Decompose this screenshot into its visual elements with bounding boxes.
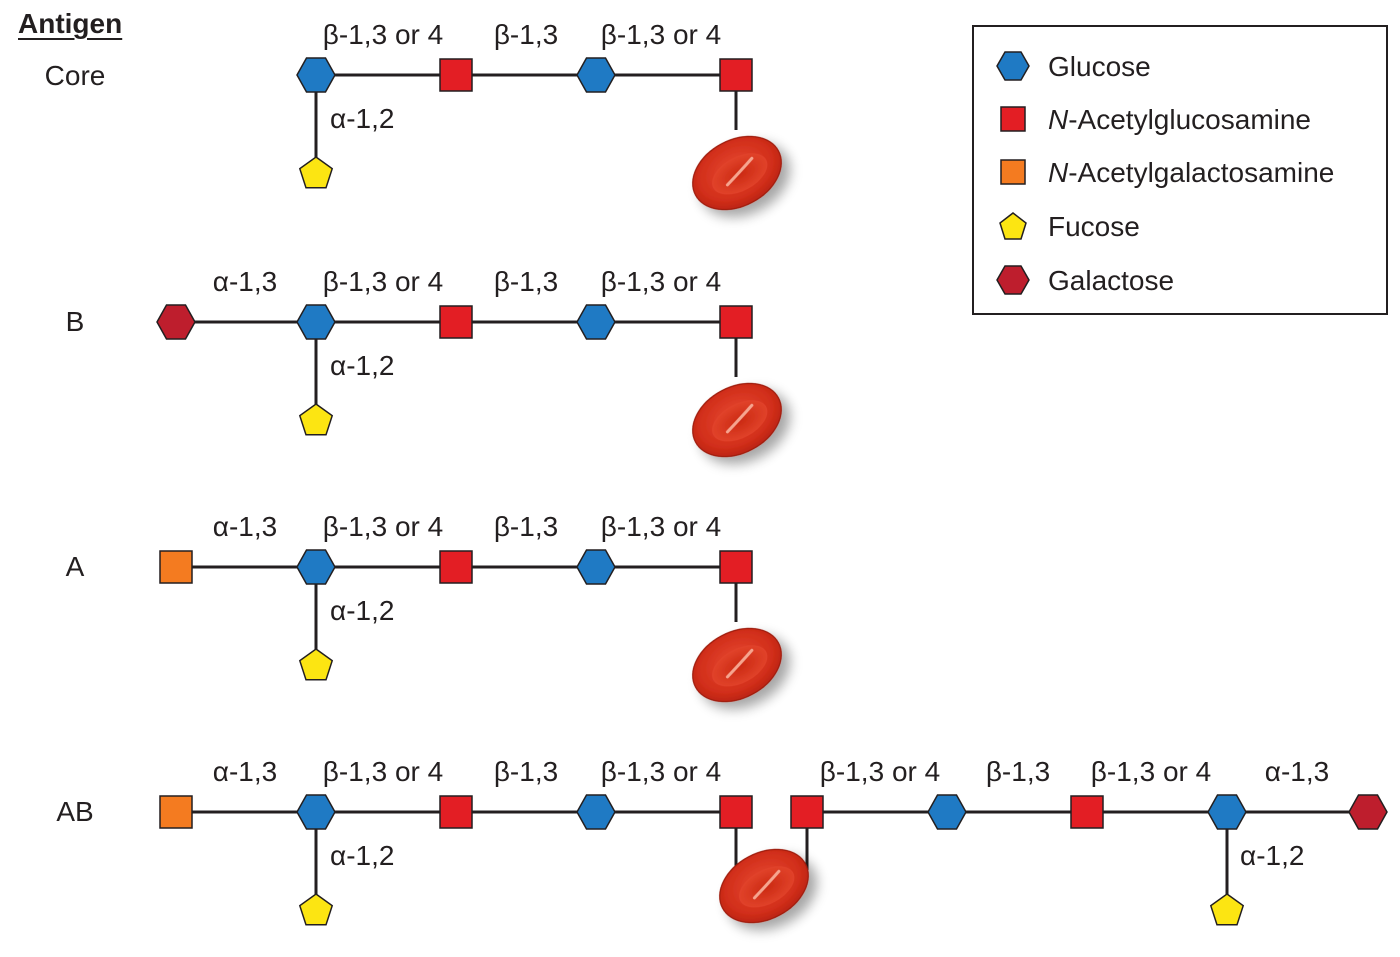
galactose-hexagon [1348,794,1388,830]
linkage-label: β-1,3 [493,756,559,787]
branch-linkage-label: α-1,2 [330,350,395,381]
n-acetylglucosamine-square [439,305,473,339]
red-blood-cell-icon [719,848,809,924]
linkage-label: β-1,3 or 4 [322,19,444,50]
linkage-label: β-1,3 [493,511,559,542]
glucose-hexagon [296,304,336,340]
glucose-hexagon [296,549,336,585]
branch-linkage-label: α-1,2 [330,103,395,134]
linkage-label-right: β-1,3 or 4 [819,756,941,787]
branch-linkage-label-right: α-1,2 [1240,840,1305,871]
linkage-label-terminal: α-1,3 [212,266,278,297]
legend-label-fucose: Fucose [1048,211,1140,242]
linkage-label-right: β-1,3 or 4 [1090,756,1212,787]
n-acetylglucosamine-square [439,795,473,829]
n-acetylgalactosamine-square [159,550,193,584]
glucose-hexagon [576,794,616,830]
legend-item-fucose: Fucose [974,205,1386,245]
linkage-label: β-1,3 or 4 [600,266,722,297]
legend-item-galactose: Galactose [974,259,1386,299]
glucose-hexagon [927,794,967,830]
glucose-hexagon [296,57,336,93]
fucose-pentagon [298,648,334,681]
legend-label-galactose: Galactose [1048,265,1175,296]
linkage-label: β-1,3 or 4 [322,511,444,542]
branch-linkage-label: α-1,2 [330,595,395,626]
fucose-pentagon [298,156,334,189]
glucose-hexagon [576,57,616,93]
linkage-label: β-1,3 or 4 [322,756,444,787]
n-acetylglucosamine-square [719,58,753,92]
linkage-label-terminal: α-1,3 [212,756,278,787]
n-acetylglucosamine-square [719,795,753,829]
linkage-label: β-1,3 [493,19,559,50]
legend-item-glucose: Glucose [974,45,1386,85]
branch-linkage-label: α-1,2 [330,840,395,871]
n-acetylglucosamine-square [719,305,753,339]
row-label-core: Core [44,60,106,91]
antigen-header: Antigen [18,8,123,39]
legend-item-n-acetylglucosamine: N-Acetylglucosamine [974,98,1386,138]
linkage-label: β-1,3 or 4 [600,19,722,50]
n-acetylgalactosamine-square [159,795,193,829]
linkage-label-right: β-1,3 [985,756,1051,787]
glucose-hexagon [576,549,616,585]
red-blood-cell-icon [692,382,782,458]
n-acetylglucosamine-square [719,550,753,584]
row-label-ab: AB [56,796,94,827]
glucose-hexagon [1207,794,1247,830]
n-acetylgalactosamine-square-icon [1000,159,1026,185]
linkage-label: β-1,3 or 4 [600,756,722,787]
fucose-pentagon [298,893,334,926]
red-blood-cell-icon [692,627,782,703]
linkage-label: β-1,3 or 4 [322,266,444,297]
rbc-highlight [752,869,781,900]
legend-label-n-acetylgalactosamine: N-Acetylgalactosamine [1048,157,1335,188]
linkage-label: β-1,3 [493,266,559,297]
glucose-hexagon [576,304,616,340]
galactose-hexagon-icon [996,265,1030,295]
n-acetylglucosamine-square [1070,795,1104,829]
legend-item-n-acetylgalactosamine: N-Acetylgalactosamine [974,151,1386,191]
linkage-label: β-1,3 or 4 [600,511,722,542]
red-blood-cell-icon [692,135,782,211]
legend-label-glucose: Glucose [1048,51,1151,82]
galactose-hexagon [156,304,196,340]
fucose-pentagon [298,403,334,436]
glucose-hexagon [296,794,336,830]
n-acetylglucosamine-square [439,550,473,584]
fucose-pentagon [1209,893,1245,926]
fucose-pentagon-icon [999,212,1027,240]
n-acetylglucosamine-square [790,795,824,829]
n-acetylglucosamine-square-icon [1000,106,1026,132]
legend-label-n-acetylglucosamine: N-Acetylglucosamine [1048,104,1312,135]
n-acetylglucosamine-square [439,58,473,92]
rbc-highlight [725,156,754,187]
linkage-label-terminal: α-1,3 [212,511,278,542]
glucose-hexagon-icon [996,51,1030,81]
row-label-a: A [65,551,85,582]
rbc-highlight [725,403,754,434]
linkage-label-right: α-1,3 [1264,756,1330,787]
row-label-b: B [65,306,85,337]
rbc-highlight [725,648,754,679]
legend: Glucose N-Acetylglucosamine N-Acetylgala… [972,25,1388,315]
